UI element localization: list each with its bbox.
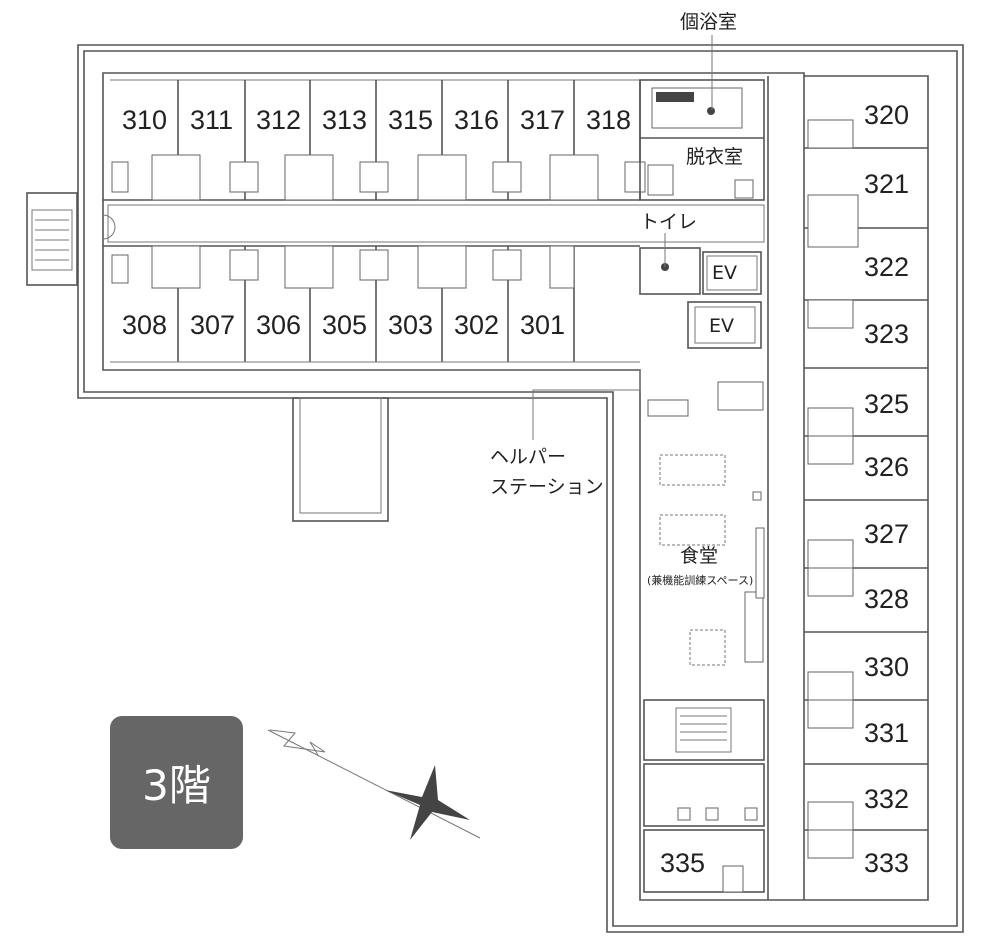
top-room-row [103, 79, 646, 201]
compass-symbol [267, 729, 481, 840]
room-number-316: 316 [454, 105, 499, 135]
room-number-318: 318 [586, 105, 631, 135]
room-number-323: 323 [864, 319, 909, 349]
label-dining: 食堂 [680, 545, 718, 567]
room-number-317: 317 [520, 105, 565, 135]
room-number-311: 311 [190, 105, 233, 135]
label-elevator-2: EV [709, 315, 734, 337]
helper-station-leader [532, 370, 641, 440]
room-number-306: 306 [256, 310, 301, 340]
east-corridor [767, 76, 805, 900]
building-outline [102, 72, 929, 901]
bridge [292, 397, 389, 522]
room-number-302: 302 [454, 310, 499, 340]
main-corridor [107, 204, 765, 243]
label-elevator-1: EV [712, 262, 737, 284]
inner-balcony-outline [83, 50, 958, 927]
room-number-310: 310 [122, 105, 167, 135]
corridor-door [102, 214, 116, 240]
label-dressing-room: 脱衣室 [686, 146, 743, 168]
bottom-room-row [103, 245, 640, 363]
room-number-312: 312 [256, 105, 301, 135]
room-number-303: 303 [388, 310, 433, 340]
room-number-305: 305 [322, 310, 367, 340]
south-wc [643, 763, 765, 893]
room-number-325: 325 [864, 389, 909, 419]
label-toilet: トイレ [640, 211, 697, 233]
room-number-322: 322 [864, 252, 909, 282]
room-number-301: 301 [520, 310, 565, 340]
room-number-326: 326 [864, 452, 909, 482]
room-number-308: 308 [122, 310, 167, 340]
label-helper-station-line2: ステーション [490, 476, 604, 498]
room-number-335: 335 [660, 848, 705, 878]
right-room-column [804, 119, 928, 859]
outer-balcony-outline [77, 44, 964, 933]
room-number-321: 321 [864, 169, 909, 199]
room-number-333: 333 [864, 848, 909, 878]
room-number-331: 331 [864, 718, 909, 748]
south-stair [643, 699, 765, 761]
left-stair [26, 192, 78, 286]
room-number-315: 315 [388, 105, 433, 135]
label-helper-station-line1: ヘルパー [490, 446, 566, 468]
room-number-320: 320 [864, 100, 909, 130]
label-private-bath: 個浴室 [680, 11, 737, 33]
label-dining-sub: (兼機能訓練スペース) [647, 573, 753, 587]
room-number-307: 307 [190, 310, 235, 340]
room-number-332: 332 [864, 784, 909, 814]
dining-tables [659, 454, 765, 666]
room-number-313: 313 [322, 105, 367, 135]
room-number-328: 328 [864, 584, 909, 614]
bath-block [639, 79, 765, 417]
floor-badge: 3階 [110, 716, 243, 849]
room-number-330: 330 [864, 652, 909, 682]
room-number-327: 327 [864, 519, 909, 549]
